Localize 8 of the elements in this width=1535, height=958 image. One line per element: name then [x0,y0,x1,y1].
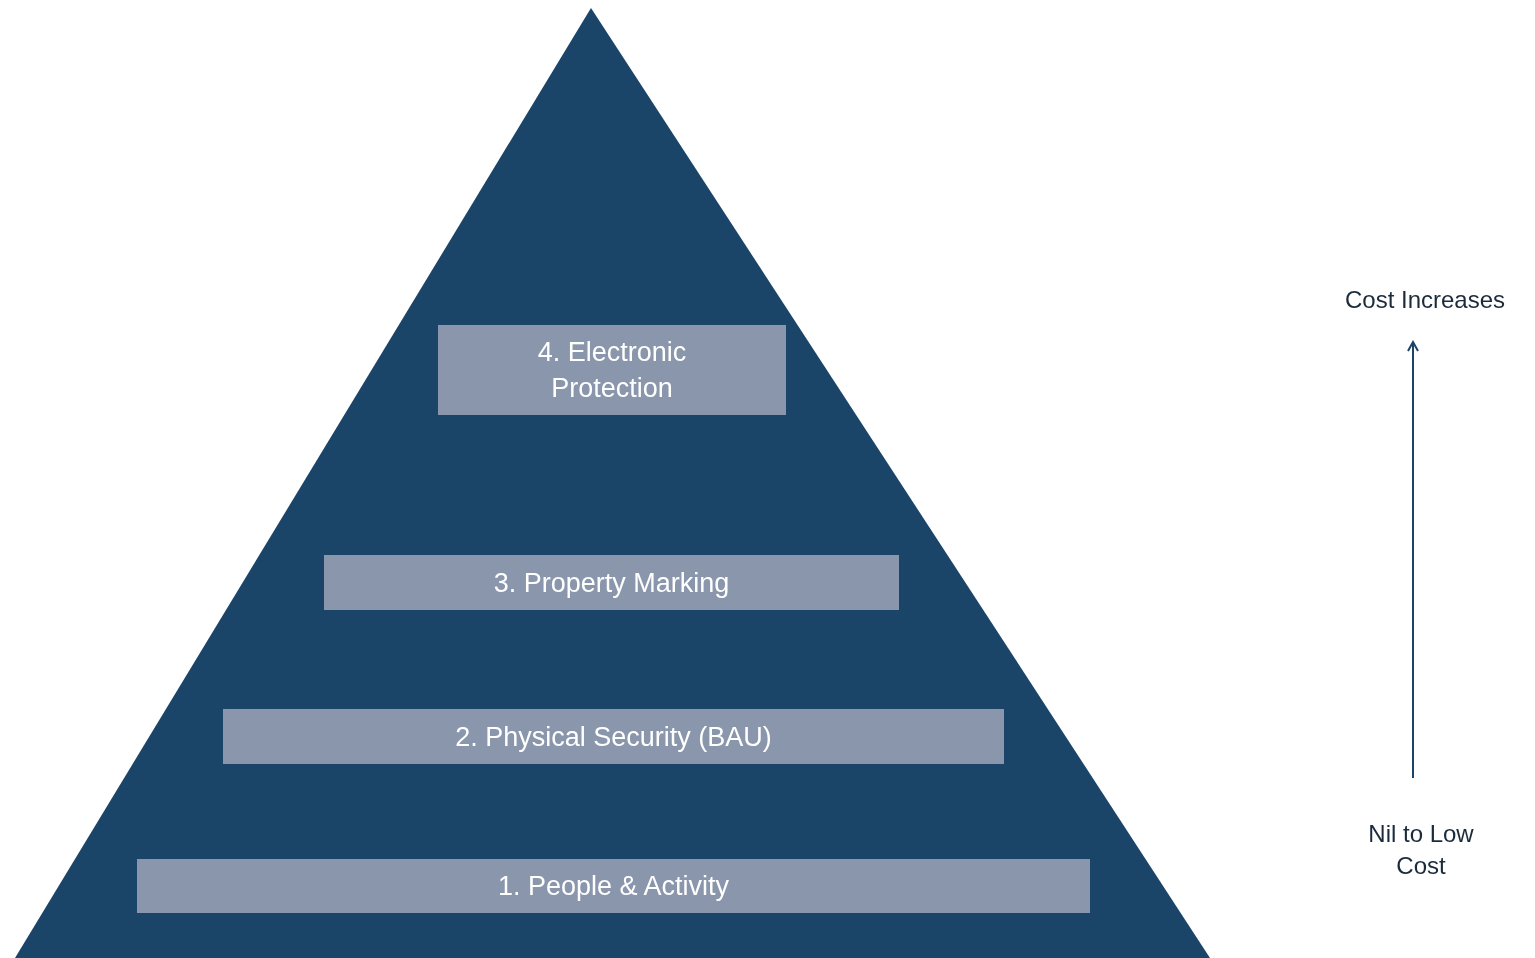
scale-label: Cost Increases [1325,284,1525,318]
tier-bar: 2. Physical Security (BAU) [223,709,1004,764]
scale-label: Nil to Low Cost [1366,818,1476,884]
tier-bar: 4. Electronic Protection [438,325,786,415]
tier-bar: 3. Property Marking [324,555,899,610]
arrow [1407,341,1419,779]
tier-bar: 1. People & Activity [137,859,1090,913]
pyramid-triangle [15,8,1210,958]
